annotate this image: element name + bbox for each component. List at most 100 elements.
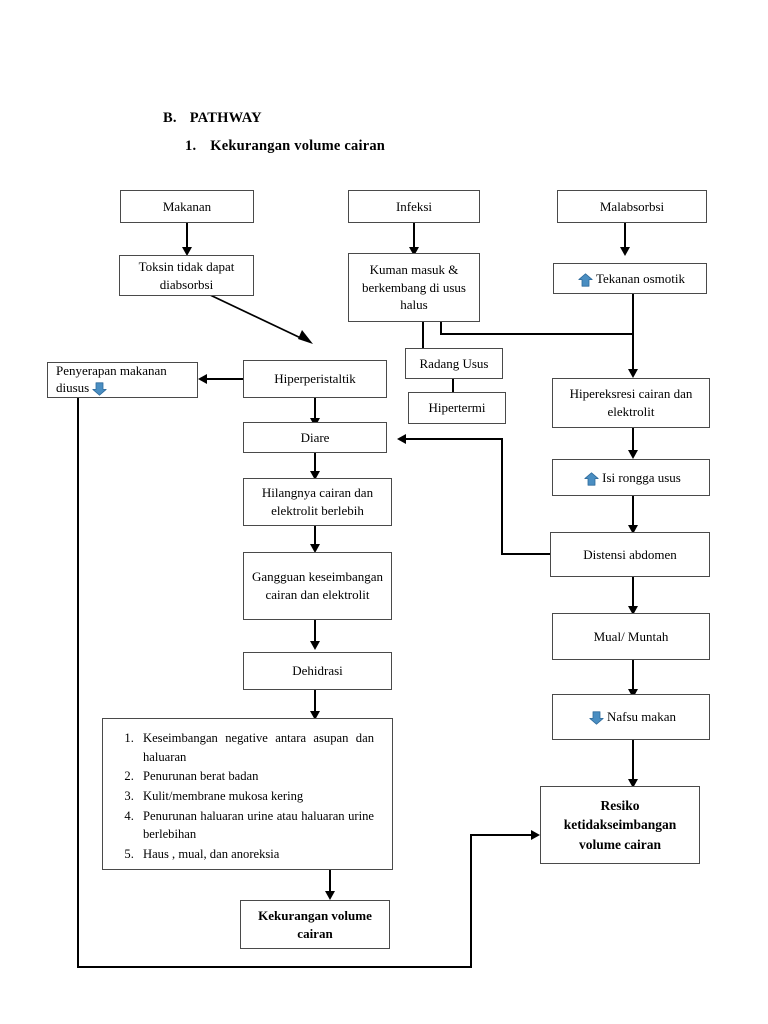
subsection-heading: 1.Kekurangan volume cairan <box>185 138 385 155</box>
node-toksin-tidak-dapat-diabsorbsi[interactable]: Toksin tidak dapat diabsorbsi <box>119 255 254 296</box>
arrowhead-dehidrasi-signs <box>310 711 320 720</box>
connector-tekanan-hipereksresi <box>632 294 634 372</box>
arrowhead-signs-kekurangan <box>325 891 335 900</box>
arrowhead-infeksi-kuman <box>409 247 419 256</box>
arrow-down-blue-icon <box>92 382 107 396</box>
node-hiperperistaltik-label: Hiperperistaltik <box>274 371 356 387</box>
node-tekanan-osmotik-text: Tekanan osmotik <box>558 270 702 288</box>
node-penyerapan-text: Penyerapan makanan diusus <box>56 363 193 397</box>
node-kekurangan-volume-cairan[interactable]: Kekurangan volume cairan <box>240 900 390 949</box>
connector-hiperperistaltik-diare <box>314 398 316 420</box>
list-item: Penurunan berat badan <box>137 767 374 786</box>
node-isi-rongga-usus[interactable]: Isi rongga usus <box>552 459 710 496</box>
connector-malabsorbsi-tekanan <box>624 222 626 249</box>
connector-into-resiko <box>470 834 533 836</box>
arrowhead-mual-nafsu <box>628 689 638 698</box>
node-kuman-masuk-berkembang[interactable]: Kuman masuk & berkembang di usus halus <box>348 253 480 322</box>
signs-list: Keseimbangan negative antara asupan dan … <box>113 729 380 863</box>
node-dehidrasi[interactable]: Dehidrasi <box>243 652 392 690</box>
signs-and-symptoms-list[interactable]: Keseimbangan negative antara asupan dan … <box>102 718 393 870</box>
connector-signs-kekurangan <box>329 870 331 896</box>
connector-distensi-up <box>501 438 503 554</box>
node-malabsorbsi[interactable]: Malabsorbsi <box>557 190 707 223</box>
connector-infeksi-kuman <box>413 222 415 249</box>
connector-kuman-radang <box>422 322 424 349</box>
connector-nafsu-resiko <box>632 740 634 784</box>
node-resiko-ketidakseimbangan[interactable]: Resiko ketidakseimbangan volume cairan <box>540 786 700 864</box>
arrowhead-into-resiko <box>531 830 540 840</box>
arrowhead-isirongga-distensi <box>628 525 638 534</box>
arrow-down-blue-icon <box>589 711 604 725</box>
arrowhead-nafsu-resiko <box>628 779 638 788</box>
arrowhead-hilangnya-gangguan <box>310 544 320 553</box>
node-diare-label: Diare <box>300 429 330 445</box>
node-nafsu-makan-text: Nafsu makan <box>557 708 705 726</box>
node-hipereksresi-label: Hipereksresi cairan dan elektrolit <box>569 386 693 419</box>
node-hilangnya-cairan-label: Hilangnya cairan dan elektrolit berlebih <box>261 485 374 518</box>
connector-bottom-up <box>470 834 472 968</box>
node-isi-rongga-text: Isi rongga usus <box>557 469 705 487</box>
node-infeksi[interactable]: Infeksi <box>348 190 480 223</box>
arrowhead-makanan-toksin <box>182 247 192 256</box>
node-diare[interactable]: Diare <box>243 422 387 453</box>
node-makanan-label: Makanan <box>162 198 212 214</box>
connector-distensi-diare <box>403 438 503 440</box>
connector-dehidrasi-signs <box>314 690 316 716</box>
connector-distensi-left <box>501 553 552 555</box>
connector-bottom-right <box>77 966 471 968</box>
arrowhead-diare-hilangnya <box>310 471 320 480</box>
connector-hiperperistaltik-penyerapan <box>203 378 243 380</box>
node-penyerapan-label: Penyerapan makanan diusus <box>56 363 167 395</box>
node-nafsu-makan[interactable]: Nafsu makan <box>552 694 710 740</box>
section-title: PATHWAY <box>189 110 262 126</box>
node-tekanan-osmotik[interactable]: Tekanan osmotik <box>553 263 707 294</box>
node-hipereksresi-cairan-elektrolit[interactable]: Hipereksresi cairan dan elektrolit <box>552 378 710 428</box>
arrow-up-blue-icon <box>584 471 599 486</box>
arrowhead-hiperperistaltik-penyerapan <box>198 374 207 384</box>
list-item: Haus , mual, dan anoreksia <box>137 845 374 864</box>
arrowhead-hipereksresi-isirongga <box>628 450 638 459</box>
list-item: Penurunan haluaran urine atau haluaran u… <box>137 807 374 844</box>
connector-kuman-branch-down <box>440 322 442 334</box>
node-gangguan-keseimbangan[interactable]: Gangguan keseimbangan cairan dan elektro… <box>243 552 392 620</box>
node-infeksi-label: Infeksi <box>395 198 433 214</box>
node-hipertermi[interactable]: Hipertermi <box>408 392 506 424</box>
item-number: 1. <box>185 138 197 154</box>
arrowhead-tekanan-hipereksresi <box>628 369 638 378</box>
node-distensi-abdomen[interactable]: Distensi abdomen <box>550 532 710 577</box>
connector-hipereksresi-isirongga <box>632 428 634 452</box>
section-heading: B.PATHWAY <box>163 110 262 127</box>
node-penyerapan-makanan-diusus[interactable]: Penyerapan makanan diusus <box>47 362 198 398</box>
node-hiperperistaltik[interactable]: Hiperperistaltik <box>243 360 387 398</box>
arrowhead-distensi-diare <box>397 434 406 444</box>
node-kuman-label: Kuman masuk & berkembang di usus halus <box>362 261 466 313</box>
connector-distensi-mual <box>632 577 634 609</box>
connector-toksin-hiperperistaltik <box>207 293 313 344</box>
node-radang-usus[interactable]: Radang Usus <box>405 348 503 379</box>
node-isi-rongga-label: Isi rongga usus <box>602 469 681 485</box>
node-toksin-label: Toksin tidak dapat diabsorbsi <box>138 258 235 292</box>
connector-gangguan-dehidrasi <box>314 620 316 646</box>
arrowhead-distensi-mual <box>628 606 638 615</box>
node-nafsu-makan-label: Nafsu makan <box>607 709 676 725</box>
connector-diare-hilangnya <box>314 453 316 475</box>
node-dehidrasi-label: Dehidrasi <box>292 663 343 679</box>
node-mual-muntah-label: Mual/ Muntah <box>593 628 669 644</box>
list-item: Kulit/membrane mukosa kering <box>137 787 374 806</box>
arrowhead-gangguan-dehidrasi <box>310 641 320 650</box>
node-makanan[interactable]: Makanan <box>120 190 254 223</box>
arrow-up-blue-icon <box>578 272 593 287</box>
node-hipertermi-label: Hipertermi <box>428 400 486 416</box>
node-malabsorbsi-label: Malabsorbsi <box>599 198 665 214</box>
connector-makanan-toksin <box>186 222 188 249</box>
arrowhead-malabsorbsi-tekanan <box>620 247 630 256</box>
node-resiko-label: Resiko ketidakseimbangan volume cairan <box>563 797 677 852</box>
node-mual-muntah[interactable]: Mual/ Muntah <box>552 613 710 660</box>
node-hilangnya-cairan-elektrolit[interactable]: Hilangnya cairan dan elektrolit berlebih <box>243 478 392 526</box>
node-radang-usus-label: Radang Usus <box>419 355 489 371</box>
node-tekanan-osmotik-label: Tekanan osmotik <box>596 270 685 286</box>
node-gangguan-label: Gangguan keseimbangan cairan dan elektro… <box>251 569 384 602</box>
connector-isirongga-distensi <box>632 496 634 528</box>
connector-radang-hipertermi <box>452 378 454 392</box>
